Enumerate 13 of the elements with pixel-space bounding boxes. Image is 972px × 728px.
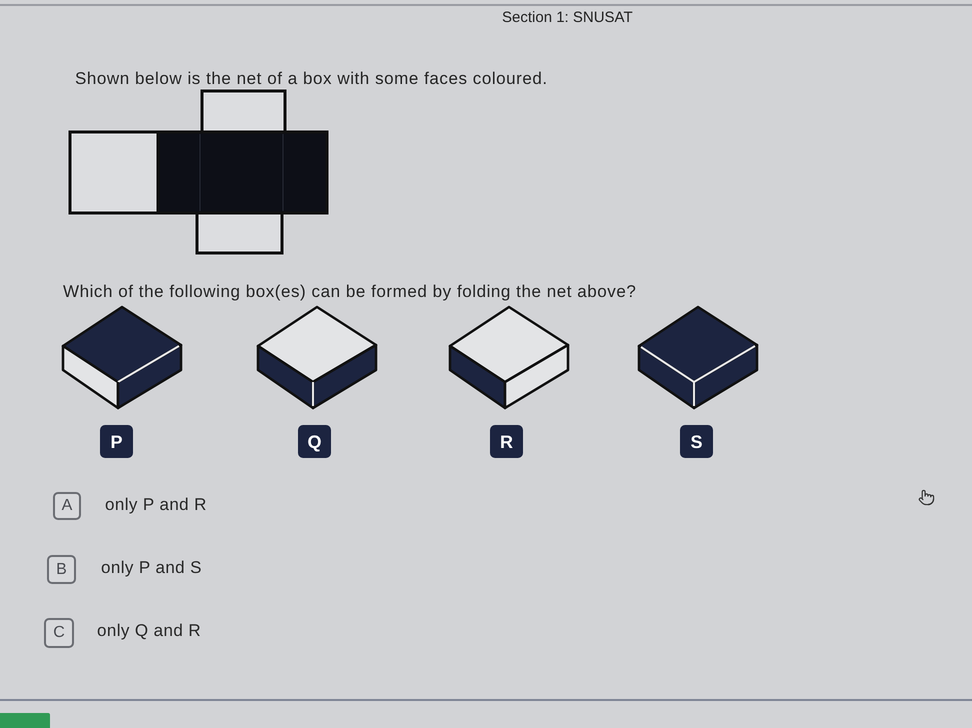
question-text: Shown below is the net of a box with some faces coloured. [75, 68, 548, 90]
answer-option-text: only Q and R [97, 620, 202, 642]
figure-letter-tag: P [100, 425, 133, 458]
choice-letter: B [47, 555, 76, 584]
answer-option-text: only P and S [101, 557, 202, 579]
question-text: Which of the following box(es) can be formed by folding the net above? [63, 281, 636, 303]
figure-letter-tag: S [680, 425, 713, 458]
choice-letter: C [44, 618, 74, 648]
figure-letter-tag: R [490, 425, 523, 458]
section-heading: Section 1: SNUSAT [502, 8, 633, 28]
figure-letter-tag: Q [298, 425, 331, 458]
choice-letter: A [53, 492, 81, 520]
answer-option-text: only P and R [105, 494, 207, 516]
